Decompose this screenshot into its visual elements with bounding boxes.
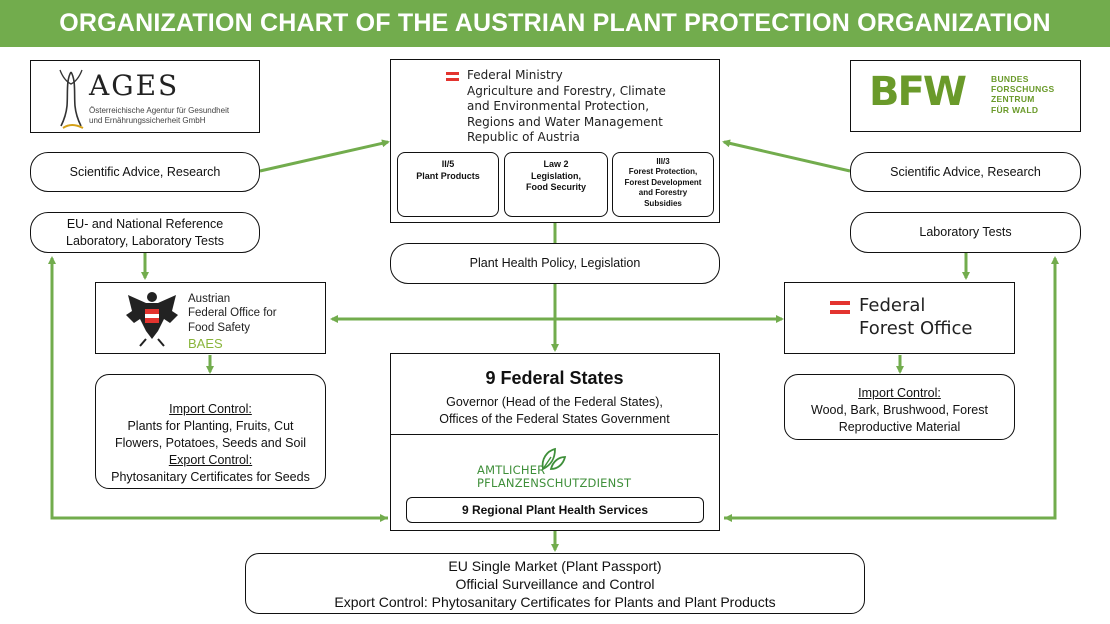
baes-name: Austrian Federal Office for Food Safety … [188, 292, 277, 352]
ages-reference-line: EU- and National Reference [66, 216, 224, 231]
baes-name-line: Federal Office for [188, 307, 277, 320]
market-line: Export Control: Phytosanitary Certificat… [334, 594, 776, 611]
federal-states-line: Governor (Head of the Federal States), [446, 395, 663, 409]
baes-export-line: Phytosanitary Certificates for Seeds [111, 469, 310, 484]
forest-import-heading: Import Control: [858, 386, 941, 400]
department-line: Plant Products [416, 170, 480, 181]
forest-office-box: Federal Forest Office [784, 282, 1015, 354]
bfw-name-line: FÜR WALD [991, 104, 1039, 115]
forest-office-name-line: Forest Office [859, 317, 973, 339]
forest-office-control-box: Import Control: Wood, Bark, Brushwood, F… [784, 374, 1015, 440]
department-line: Legislation, [530, 170, 581, 181]
baes-export-heading: Export Control: [168, 452, 253, 467]
baes-name-line: Food Safety [188, 321, 251, 334]
federal-states-divider [391, 434, 718, 435]
ages-advice-box: Scientific Advice, Research [30, 152, 260, 192]
forest-office-name-line: Federal [859, 295, 926, 316]
ages-subtitle-line: und Ernährungssicherheit GmbH [89, 116, 206, 125]
department-code: III/3 [656, 157, 670, 166]
service-logo-text: AMTLICHER PFLANZENSCHUTZDIENST [477, 463, 632, 491]
bfw-name-line: ZENTRUM [991, 94, 1035, 105]
service-logo-line: PFLANZENSCHUTZDIENST [477, 476, 632, 491]
ages-reference-line: Laboratory, Laboratory Tests [66, 233, 224, 248]
baes-box: Austrian Federal Office for Food Safety … [95, 282, 326, 354]
ministry-box: Federal Ministry Agriculture and Forestr… [390, 59, 720, 223]
department-line: Forest Development [624, 177, 702, 187]
federal-states-line: Offices of the Federal States Government [439, 411, 670, 426]
bfw-logo-box: BFW BUNDES FORSCHUNGS ZENTRUM FÜR WALD [850, 60, 1081, 132]
bfw-name-line: BUNDES [991, 74, 1029, 84]
federal-states-title: 9 Federal States [485, 368, 624, 388]
market-line: Official Surveillance and Control [455, 576, 655, 593]
ministry-name-line: Federal Ministry [467, 68, 563, 82]
baes-import-line: Plants for Planting, Fruits, Cut [127, 418, 294, 433]
ages-figure-icon [59, 69, 84, 129]
baes-abbr: BAES [188, 336, 223, 352]
department-line: Forest Protection, [628, 167, 698, 177]
department-line: Subsidies [644, 198, 682, 208]
department-line: and Forestry [638, 188, 688, 198]
austrian-eagle-icon [126, 292, 178, 347]
ages-reference-box: EU- and National Reference Laboratory, L… [30, 212, 260, 253]
ministry-name: Federal Ministry Agriculture and Forestr… [467, 68, 666, 146]
ministry-name-line: Republic of Austria [467, 130, 580, 145]
regional-services-box: 9 Regional Plant Health Services [406, 497, 704, 523]
arrow-ages-to-ministry [259, 139, 390, 173]
ministry-name-line: and Environmental Protection, [467, 99, 650, 114]
market-line: EU Single Market (Plant Passport) [448, 558, 662, 574]
department-box: III/3 Forest Protection, Forest Developm… [612, 152, 714, 217]
forest-office-name: Federal Forest Office [859, 295, 973, 340]
ages-subtitle: Österreichische Agentur für Gesundheit u… [89, 106, 229, 126]
forest-import-line: Wood, Bark, Brushwood, Forest [811, 402, 988, 417]
baes-control-box: Import Control: Plants for Planting, Fru… [95, 374, 326, 489]
bfw-lab-box: Laboratory Tests [850, 212, 1081, 253]
baes-name-line: Austrian [188, 293, 231, 305]
austria-flag-icon [446, 72, 459, 81]
department-code: II/5 [441, 159, 455, 169]
bfw-logo-text: BFW [869, 69, 967, 115]
service-logo-line: AMTLICHER [477, 463, 546, 477]
baes-import-heading: Import Control: [169, 402, 252, 416]
federal-states-box: 9 Federal States Governor (Head of the F… [390, 353, 720, 531]
department-code: Law 2 [543, 159, 569, 169]
bfw-name: BUNDES FORSCHUNGS ZENTRUM FÜR WALD [991, 74, 1054, 115]
department-line: Food Security [525, 182, 586, 193]
arrow-bfw-to-ministry [722, 139, 851, 173]
market-box: EU Single Market (Plant Passport) Offici… [245, 553, 865, 614]
bfw-name-line: FORSCHUNGS [991, 84, 1055, 95]
ministry-name-line: Regions and Water Management [467, 114, 663, 129]
department-box: Law 2 Legislation, Food Security [504, 152, 608, 217]
leaf-icon [541, 447, 567, 471]
ministry-name-line: Agriculture and Forestry, Climate [467, 83, 666, 98]
austria-flag-icon [830, 301, 850, 315]
ages-logo-text: AGES [89, 69, 180, 102]
chart-title: ORGANIZATION CHART OF THE AUSTRIAN PLANT… [0, 0, 1110, 47]
bfw-advice-box: Scientific Advice, Research [850, 152, 1081, 192]
ages-subtitle-line: Österreichische Agentur für Gesundheit [89, 106, 230, 115]
ages-logo-box: AGES Österreichische Agentur für Gesundh… [30, 60, 260, 133]
policy-box: Plant Health Policy, Legislation [390, 243, 720, 284]
forest-import-line: Reproductive Material [838, 419, 961, 434]
federal-states-subtitle: Governor (Head of the Federal States), O… [391, 394, 718, 428]
department-box: II/5 Plant Products [397, 152, 499, 217]
baes-import-line: Flowers, Potatoes, Seeds and Soil [114, 435, 307, 450]
